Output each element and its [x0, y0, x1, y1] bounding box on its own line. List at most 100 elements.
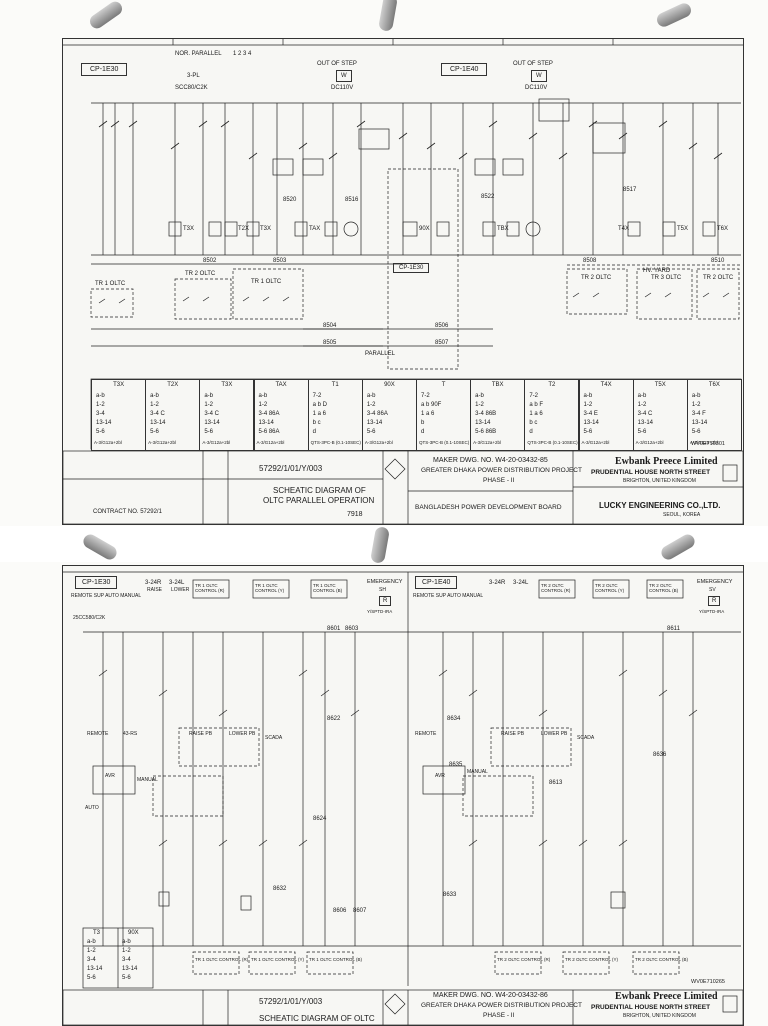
coil-label: T5X — [677, 226, 689, 232]
drawing-number: 57292/1/01/Y/003 — [259, 997, 323, 1006]
coil-label: T3X — [260, 226, 272, 232]
relay-table-head: 90X — [384, 382, 395, 388]
oltc-box-label: TR 2 OLTC — [581, 275, 612, 281]
block-label: AVR — [105, 773, 115, 779]
panel-tag-cp-left: CP-1E30 — [75, 576, 118, 589]
consultant-name: Ewbank Preece Limited — [615, 456, 718, 467]
relay-table-row: a-b — [87, 939, 96, 945]
block-label: SCADA — [265, 735, 283, 741]
wire-number: 8636 — [653, 752, 667, 758]
relay-table-row: 5-6 — [366, 429, 376, 435]
emergency-code: SH — [379, 587, 386, 593]
relay-table-row: 13-14 — [475, 420, 491, 426]
relay-table-head: T1 — [331, 382, 339, 388]
relay-table-row: 1-2 — [96, 402, 105, 408]
relay-table-row: 3-4 — [87, 957, 96, 963]
relay-table-row: 13-14 — [583, 420, 599, 426]
wire-number: 8503 — [273, 258, 287, 264]
wire-number: 8502 — [203, 258, 217, 264]
relay-table-foot: QTS-3PC-B (0.1-10SEC) — [310, 440, 361, 445]
relay-table-row: a-b — [96, 393, 105, 399]
relay-table-row: d — [529, 429, 533, 435]
out-of-step-title: OUT OF STEP — [317, 61, 357, 67]
block-label: AUTO — [85, 805, 99, 811]
block-label: RAISE PB — [501, 731, 525, 737]
relay-table-row: a-b — [366, 393, 376, 399]
wire-number: 8506 — [435, 323, 449, 329]
wire-number: 8635 — [449, 762, 463, 768]
relay-table-row: 7-2 — [421, 393, 430, 399]
maker-drawing-number: MAKER DWG. NO. W4-20-03432-86 — [433, 992, 548, 999]
wire-number: 8520 — [283, 197, 297, 203]
wire-number: 8507 — [435, 340, 449, 346]
emergency-title: EMERGENCY — [697, 579, 733, 585]
relay-table-foot: QTS-3PC-B (0.1-10SEC) — [419, 440, 470, 445]
wire-number: 8505 — [323, 340, 337, 346]
relay-table-head: TAX — [275, 382, 287, 388]
binder-ring-hole — [87, 0, 125, 32]
wire-number: 8508 — [583, 258, 597, 264]
drawing-title-line-1: SCHEATIC DIAGRAM OF OLTC — [259, 1014, 375, 1023]
selector-positions: 1 2 3 4 — [233, 51, 252, 57]
switch-code: 3-24R — [489, 580, 506, 586]
relay-table-row: a-b — [150, 393, 159, 399]
relay-table-row: 1-2 — [691, 402, 701, 408]
relay-table-row: 1-2 — [366, 402, 376, 408]
relay-table-row: 1 a 6 — [529, 411, 543, 417]
relay-table-row: 3-4 — [122, 957, 131, 963]
out-of-step-indicator: W — [336, 70, 352, 82]
coil-label: T2X — [238, 226, 250, 232]
relay-table-row: 1-2 — [122, 948, 131, 954]
block-label: LOWER PB — [229, 731, 256, 737]
relay-table-foot: A-3/G12a+2bl — [94, 440, 122, 445]
relay-table-row: b c — [312, 420, 321, 426]
coil-label: TBX — [497, 226, 509, 232]
switch-position-labels: REMOTE SUP AUTO MANUAL — [413, 593, 484, 599]
contract-number: CONTRACT NO. 57292/1 — [93, 509, 162, 515]
oltc-control-label: TR 1 OLTC CONTROL (B) — [309, 957, 363, 962]
relay-table-row: 13-14 — [637, 420, 654, 426]
drawing-title-line-2: OLTC PARALLEL OPERATION — [263, 496, 375, 505]
oltc-control-label: TR 2 OLTC CONTROL (Y) — [595, 583, 625, 593]
relay-table-head: T2X — [167, 382, 179, 388]
selector-switch-part: SCC80/C2K — [175, 85, 208, 91]
relay-table-foot: A-3/G12a+2bl — [202, 440, 231, 445]
relay-table-row: 3-4 E — [583, 411, 598, 417]
wire-number: 8606 — [333, 908, 347, 914]
consultant-city: BRIGHTON, UNITED KINGDOM — [623, 478, 696, 484]
relay-table-row: 1 a 6 — [421, 411, 435, 417]
scale-number: 7918 — [347, 511, 363, 518]
relay-table-foot: A-3/G12a+2bl — [689, 440, 718, 445]
relay-table-row: 13-14 — [87, 966, 103, 972]
oltc-control-label: TR 2 OLTC CONTROL (B) — [635, 957, 689, 962]
relay-table-row: 13-14 — [691, 420, 708, 426]
oltc-control-label: TR 2 OLTC CONTROL (B) — [649, 583, 679, 593]
out-of-step-title: OUT OF STEP — [513, 61, 553, 67]
relay-table-row: 13-14 — [150, 420, 166, 426]
block-label: 43-RS — [123, 731, 138, 737]
relay-table-row: 5-6 — [583, 429, 593, 435]
relay-table-head: T3X — [221, 382, 233, 388]
wire-number: 8601 — [327, 626, 341, 632]
consultant-address: PRUDENTIAL HOUSE NORTH STREET — [591, 469, 711, 476]
relay-table-head: T4X — [600, 382, 612, 388]
relay-table-head: T — [441, 382, 446, 388]
relay-table-row: 3-4 C — [150, 411, 165, 417]
binder-ring-hole — [654, 1, 694, 29]
out-of-step-voltage: DC110V — [331, 85, 354, 91]
relay-table-row: 5-6 86B — [475, 429, 497, 435]
panel-tag-cp-left: CP-1E30 — [81, 63, 128, 76]
relay-table-row: 13-14 — [204, 420, 220, 426]
relay-table-row: 13-14 — [366, 420, 383, 426]
oltc-control-label: TR 1 OLTC CONTROL (R) — [195, 957, 249, 962]
coil-label: T6X — [717, 226, 729, 232]
switch-part-code: 25CC580/C2K — [73, 615, 106, 621]
relay-table-row: 1 a 6 — [312, 411, 327, 417]
relay-table-foot: A-3/G12a+2bl — [581, 440, 610, 445]
